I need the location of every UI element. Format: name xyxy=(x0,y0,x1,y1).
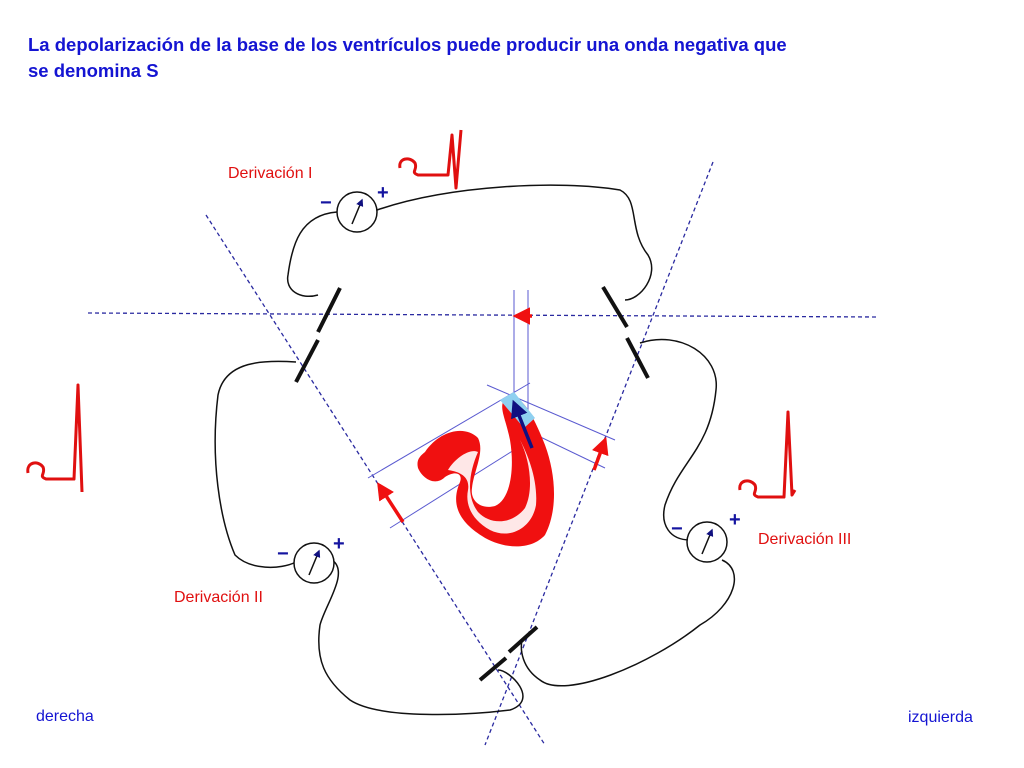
ventricle-shape xyxy=(417,398,555,547)
wire-lead-2-bottom xyxy=(318,559,524,716)
axis-lead-3 xyxy=(484,161,714,746)
ecg-traces xyxy=(26,129,797,499)
electrode-right-arm-1 xyxy=(316,287,342,333)
electrode-leg-1 xyxy=(507,625,539,654)
lead-2-plus-sign: + xyxy=(333,533,345,555)
lead-3-minus-sign: − xyxy=(671,518,683,540)
ecg-trace-lead-3 xyxy=(738,410,797,499)
electrode-left-arm-1 xyxy=(601,285,629,329)
arrow-lead-2 xyxy=(377,482,405,523)
lead-1-minus-sign: − xyxy=(320,192,332,214)
wire-lead-3-bottom xyxy=(520,559,736,687)
ecg-trace-lead-2 xyxy=(26,383,84,493)
lead-1-plus-sign: + xyxy=(377,182,389,204)
ecg-trace-lead-1 xyxy=(398,129,463,190)
electrode-right-arm-2 xyxy=(294,339,320,383)
ventricle-inner-cavity xyxy=(448,440,537,534)
title-line-1: La depolarización de la base de los vent… xyxy=(28,34,787,55)
dipole-vector-arrow xyxy=(511,399,534,449)
galvanometer-lead-1 xyxy=(336,191,378,233)
lead-2-minus-sign: − xyxy=(277,543,289,565)
title-line-2: se denomina S xyxy=(28,60,159,81)
galvanometer-needle-2 xyxy=(308,549,321,576)
right-side-label: derecha xyxy=(36,708,94,725)
galvanometer-lead-2 xyxy=(293,542,335,584)
wire-lead-1-right xyxy=(376,184,653,301)
projection-line-5 xyxy=(486,384,616,441)
heart-ventricles xyxy=(417,392,555,547)
left-side-label: izquierda xyxy=(908,709,973,726)
wire-lead-3-top xyxy=(639,338,717,541)
lead-3-label: Derivación III xyxy=(758,531,852,548)
electrode-left-arm-2 xyxy=(625,337,650,379)
galvanometer-needle-1 xyxy=(351,198,364,225)
dashed-axes xyxy=(87,161,879,746)
slide-title: La depolarización de la base de los vent… xyxy=(28,32,988,84)
lead-1-label: Derivación I xyxy=(228,165,313,182)
electrodes xyxy=(294,285,650,682)
axis-lead-1 xyxy=(87,312,879,318)
projection-arrows xyxy=(377,307,609,523)
galvanometer-lead-3 xyxy=(686,521,728,563)
projection-lines xyxy=(367,290,616,529)
lead-3-plus-sign: + xyxy=(729,509,741,531)
lead-2-label: Derivación II xyxy=(174,589,263,606)
wires xyxy=(214,184,736,716)
arrow-lead-3 xyxy=(591,436,609,471)
wire-lead-2-top xyxy=(214,360,297,569)
galvanometer-needle-3 xyxy=(701,528,714,555)
electrode-leg-2 xyxy=(478,656,508,682)
wire-lead-1-left xyxy=(286,211,338,297)
